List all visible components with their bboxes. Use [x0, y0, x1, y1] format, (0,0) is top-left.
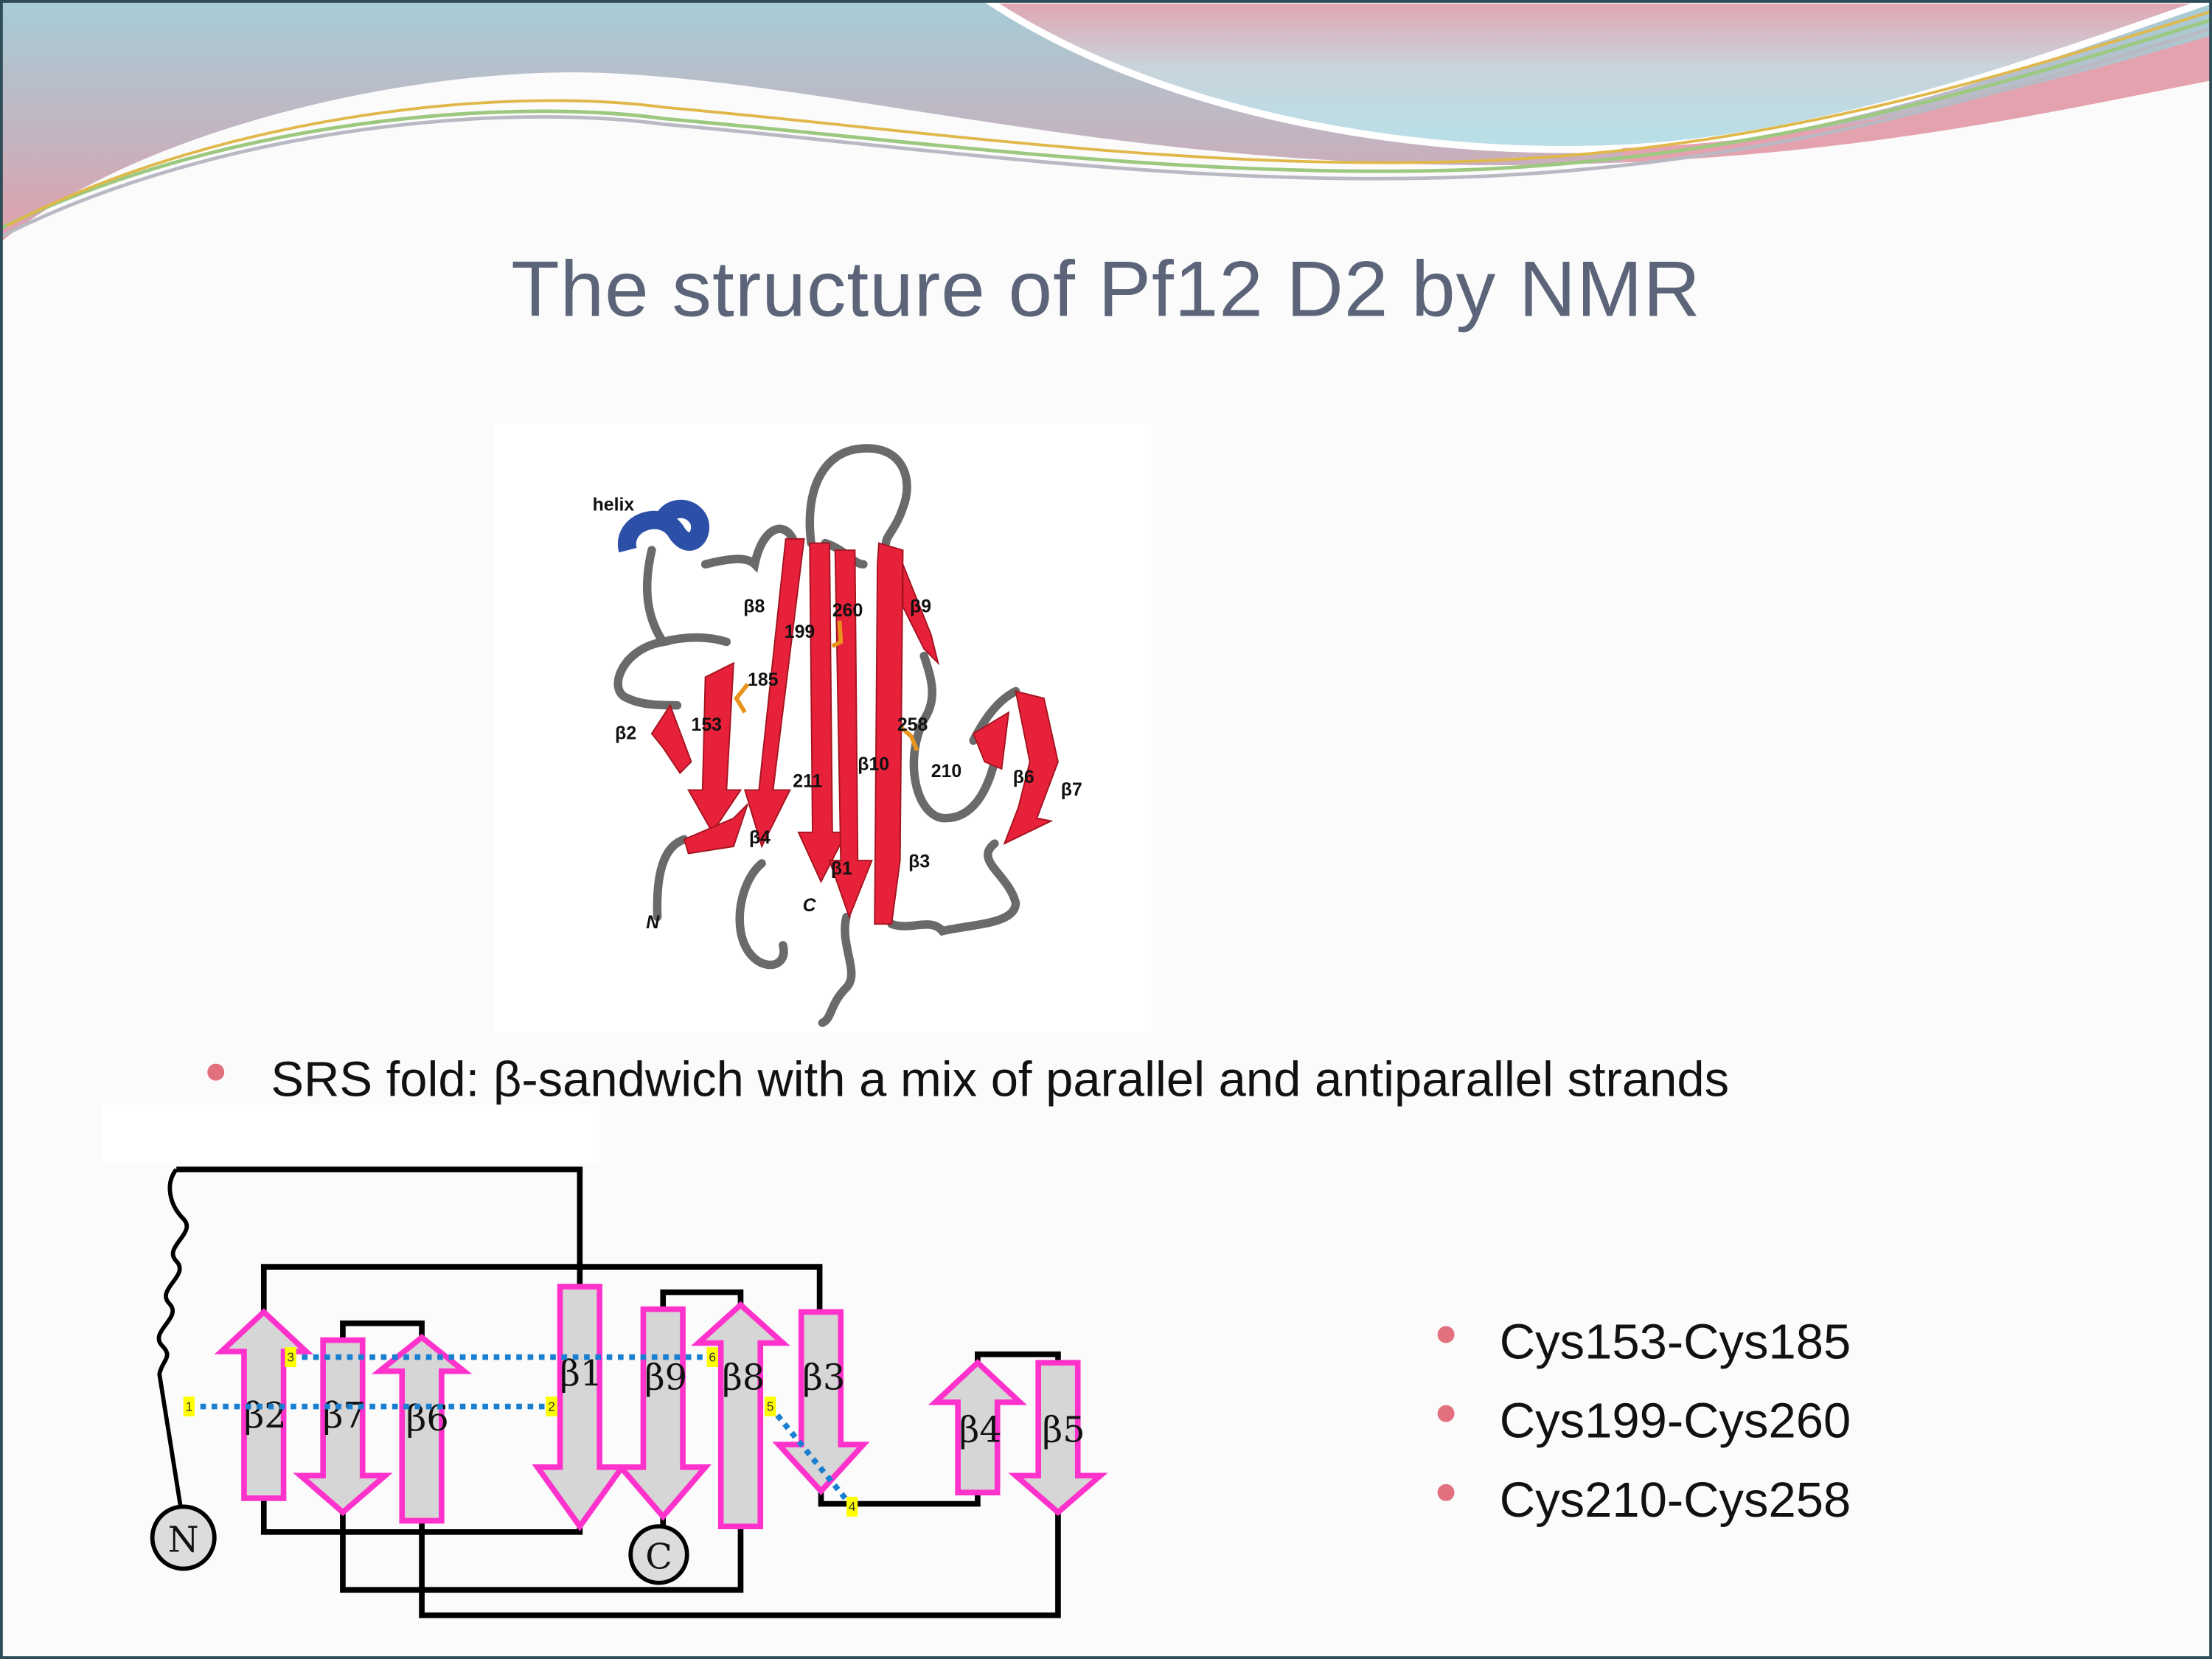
- header-wave-decoration: [0, 0, 2212, 310]
- hbond-lines: [189, 1354, 855, 1509]
- strand-arrow-shape: [214, 1308, 313, 1501]
- strand-arrow-shape: [772, 1309, 870, 1496]
- hbond-marker: [285, 1347, 296, 1367]
- n-terminus-label: N: [168, 1520, 199, 1561]
- hbond-marker-label: 2: [548, 1399, 555, 1413]
- loop-backbone: [613, 444, 1020, 1027]
- label-153: 153: [692, 714, 722, 735]
- disulfide-item: Cys153-Cys185: [1499, 1315, 1851, 1370]
- label-helix: helix: [593, 495, 635, 515]
- label-n: N: [646, 912, 660, 933]
- beta-strand-arrow: β4: [928, 1358, 1028, 1496]
- label-b6: β6: [1013, 767, 1034, 787]
- label-c: C: [803, 895, 817, 916]
- strand-label: β2: [244, 1396, 287, 1436]
- hbond-marker-label: 3: [287, 1349, 294, 1364]
- label-b3: β3: [908, 852, 930, 872]
- strand-label: β1: [560, 1354, 602, 1394]
- beta-strand-arrow: β7: [293, 1337, 393, 1517]
- strand-arrow-shape: [1008, 1360, 1108, 1517]
- bullet-srs-fold: SRS fold: β-sandwich with a mix of paral…: [271, 1052, 1730, 1107]
- label-b8: β8: [743, 596, 765, 616]
- n-terminus: N: [150, 1504, 217, 1571]
- label-b10: β10: [858, 754, 889, 775]
- label-b1: β1: [831, 858, 852, 879]
- label-b2: β2: [615, 723, 636, 744]
- beta-strand-arrow: β6: [371, 1333, 473, 1524]
- bullet-dot: [207, 1063, 225, 1081]
- label-210: 210: [931, 761, 961, 782]
- strand-label: β5: [1043, 1410, 1085, 1450]
- hbond-marker: [846, 1496, 858, 1517]
- strand-arrow-shape: [532, 1284, 628, 1531]
- label-b4: β4: [749, 827, 771, 848]
- beta-strand-arrow: β5: [1008, 1360, 1108, 1517]
- beta-strand-arrow: β8: [691, 1301, 790, 1529]
- bullet-dot: [1437, 1326, 1455, 1343]
- hbond-marker: [706, 1347, 718, 1367]
- hbond-marker-label: 6: [709, 1349, 716, 1364]
- connecting-loops: [156, 1166, 1061, 1618]
- label-b9: β9: [910, 596, 931, 616]
- hbond-marker: [183, 1397, 195, 1416]
- strand-arrow-shape: [691, 1301, 790, 1529]
- bullet-dot: [1437, 1405, 1455, 1422]
- beta-strand-arrow: β3: [772, 1309, 870, 1496]
- label-211: 211: [793, 771, 822, 792]
- hbond-marker-label: 1: [186, 1399, 193, 1413]
- beta-strand-arrow: β9: [614, 1306, 712, 1521]
- label-260: 260: [832, 600, 863, 621]
- disulfide-item: Cys210-Cys258: [1499, 1472, 1851, 1528]
- strand-label: β4: [959, 1410, 1002, 1450]
- slide-title: The structure of Pf12 D2 by NMR: [511, 243, 1701, 333]
- beta-strand-arrow: β2: [214, 1308, 313, 1501]
- strand-label: β3: [802, 1358, 845, 1399]
- bullet-dot: [1437, 1484, 1455, 1501]
- helix-ribbon: [617, 499, 709, 553]
- hbond-marker: [764, 1397, 776, 1416]
- label-258: 258: [897, 714, 928, 735]
- label-b7: β7: [1061, 779, 1082, 800]
- strand-label: β9: [644, 1358, 687, 1399]
- label-185: 185: [748, 669, 779, 690]
- strand-arrow-shape: [928, 1358, 1028, 1496]
- strand-arrow-shape: [614, 1306, 712, 1521]
- label-199: 199: [785, 622, 815, 642]
- strand-arrow-shape: [293, 1337, 393, 1517]
- strand-label: β7: [323, 1396, 366, 1436]
- hbond-marker-label: 5: [767, 1399, 774, 1413]
- disulfide-bonds: [734, 620, 919, 751]
- hbond-marker: [546, 1397, 557, 1416]
- beta-strand-arrow: β1: [532, 1284, 628, 1531]
- strand-label: β8: [722, 1358, 765, 1399]
- hbond-marker-label: 4: [849, 1499, 856, 1514]
- c-terminus: C: [628, 1524, 689, 1585]
- c-terminus-label: C: [645, 1537, 672, 1578]
- disulfide-item: Cys199-Cys260: [1499, 1394, 1851, 1449]
